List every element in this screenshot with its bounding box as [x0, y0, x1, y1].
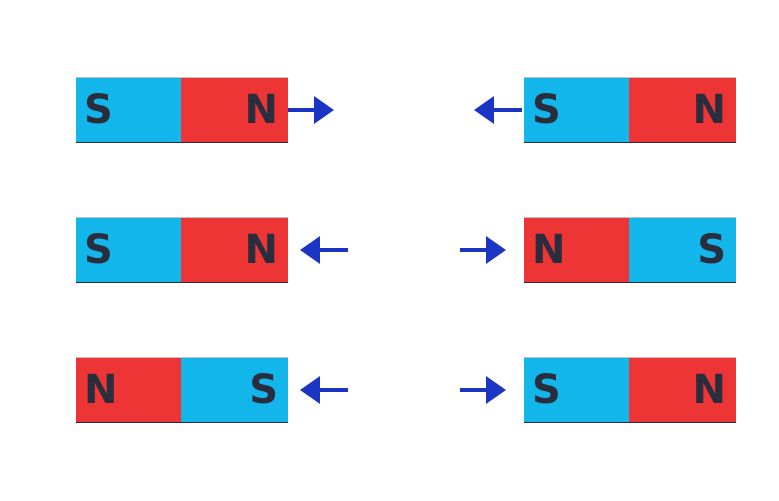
pole-south: S [524, 78, 629, 142]
pole-north: N [524, 218, 629, 282]
pole-north: N [181, 78, 288, 142]
pole-south: S [181, 358, 288, 422]
pole-south: S [76, 218, 181, 282]
pole-north: N [76, 358, 181, 422]
arrow-left-icon [474, 96, 522, 124]
arrow-right-icon [288, 96, 334, 124]
pole-south: S [76, 78, 181, 142]
pole-south: S [524, 358, 629, 422]
arrow-left-icon [300, 236, 348, 264]
pole-north: N [181, 218, 288, 282]
pole-north: N [629, 78, 736, 142]
arrow-right-icon [460, 236, 506, 264]
pole-south: S [629, 218, 736, 282]
arrow-left-icon [300, 376, 348, 404]
arrow-right-icon [460, 376, 506, 404]
pole-north: N [629, 358, 736, 422]
